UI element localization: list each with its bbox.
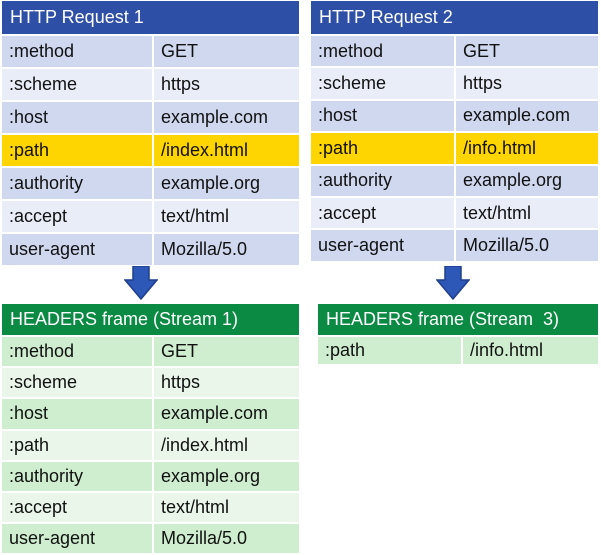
highlighted-header-row: :path/index.html bbox=[2, 133, 299, 166]
highlighted-header-row: :path/info.html bbox=[311, 131, 598, 164]
header-value-cell: https bbox=[454, 68, 598, 99]
header-value-cell: example.com bbox=[454, 100, 598, 132]
header-row: :accept text/html bbox=[2, 490, 299, 523]
http-request-1-title: HTTP Request 1 bbox=[2, 1, 299, 34]
down-arrow-icon bbox=[436, 266, 470, 300]
header-name-cell: :accept bbox=[9, 497, 68, 518]
header-row: user-agent Mozilla/5.0 bbox=[311, 228, 598, 261]
header-row: :scheme https bbox=[311, 66, 598, 99]
header-name-cell: :path bbox=[325, 340, 366, 360]
headers-frame-stream-3-title: HEADERS frame (Stream 3) bbox=[318, 304, 598, 335]
header-name-cell: user-agent bbox=[9, 528, 96, 549]
header-value-cell: example.org bbox=[152, 168, 299, 199]
http-request-2-title: HTTP Request 2 bbox=[311, 1, 598, 34]
header-row: :accept text/html bbox=[2, 199, 299, 232]
header-value-cell: GET bbox=[152, 337, 299, 367]
header-name-cell: user-agent bbox=[318, 235, 405, 256]
header-value-cell: GET bbox=[152, 36, 299, 67]
header-name-cell: :scheme bbox=[9, 74, 78, 94]
header-row: :method GET bbox=[311, 34, 598, 67]
header-name-cell: :host bbox=[318, 105, 358, 126]
header-row: :scheme https bbox=[2, 366, 299, 398]
headers-frame-stream-3-table: HEADERS frame (Stream 3) :path/info.html bbox=[318, 304, 598, 364]
header-value-cell: Mozilla/5.0 bbox=[152, 234, 299, 265]
header-row: :host example.com bbox=[311, 98, 598, 132]
header-row: user-agent Mozilla/5.0 bbox=[2, 232, 299, 265]
header-value-cell: /index.html bbox=[152, 430, 299, 460]
header-name-cell: :path bbox=[9, 434, 50, 455]
header-name-cell: :method bbox=[318, 40, 384, 61]
header-row: :path/index.html bbox=[2, 428, 299, 460]
header-name-cell: :authority bbox=[318, 170, 393, 191]
header-row: :host example.com bbox=[2, 397, 299, 429]
header-name-cell: :authority bbox=[9, 173, 84, 193]
header-name-cell: :method bbox=[9, 341, 75, 362]
header-value-cell: Mozilla/5.0 bbox=[152, 524, 299, 554]
header-row: :authority example.org bbox=[2, 459, 299, 491]
header-row: :method GET bbox=[2, 335, 299, 367]
header-name-cell: :scheme bbox=[318, 73, 387, 94]
header-name-cell: :authority bbox=[9, 465, 84, 486]
down-arrow-icon bbox=[124, 266, 158, 300]
header-row: user-agent Mozilla/5.0 bbox=[2, 522, 299, 554]
header-value-cell: example.org bbox=[454, 165, 598, 196]
header-row: :path/info.html bbox=[318, 335, 598, 364]
header-name-cell: :path bbox=[9, 140, 50, 160]
header-name-cell: :method bbox=[9, 41, 75, 61]
header-name-cell: :host bbox=[9, 403, 49, 424]
header-value-cell: text/html bbox=[152, 492, 299, 523]
header-value-cell: example.org bbox=[152, 461, 299, 491]
header-row: :method GET bbox=[2, 34, 299, 67]
header-value-cell: GET bbox=[454, 36, 598, 67]
header-value-cell: text/html bbox=[152, 201, 299, 232]
header-name-cell: :scheme bbox=[9, 372, 78, 393]
header-value-cell: Mozilla/5.0 bbox=[454, 230, 598, 261]
header-value-cell: /info.html bbox=[461, 337, 598, 364]
header-value-cell: text/html bbox=[454, 197, 598, 229]
header-name-cell: :host bbox=[9, 107, 49, 127]
headers-frame-stream-1-title: HEADERS frame (Stream 1) bbox=[2, 304, 299, 335]
header-name-cell: user-agent bbox=[9, 239, 96, 259]
header-value-cell: /info.html bbox=[454, 133, 598, 164]
headers-frame-stream-3-rows: :path/info.html bbox=[318, 335, 598, 364]
header-value-cell: https bbox=[152, 69, 299, 100]
header-name-cell: :path bbox=[318, 137, 359, 158]
header-name-cell: :accept bbox=[318, 202, 377, 223]
header-row: :authority example.org bbox=[311, 163, 598, 196]
header-value-cell: example.com bbox=[152, 102, 299, 133]
header-value-cell: example.com bbox=[152, 399, 299, 429]
header-row: :authority example.org bbox=[2, 166, 299, 199]
header-row: :accept text/html bbox=[311, 195, 598, 229]
header-value-cell: /index.html bbox=[152, 135, 299, 166]
header-row: :scheme https bbox=[2, 67, 299, 100]
header-row: :host example.com bbox=[2, 100, 299, 133]
header-name-cell: :accept bbox=[9, 206, 68, 226]
header-value-cell: https bbox=[152, 368, 299, 398]
